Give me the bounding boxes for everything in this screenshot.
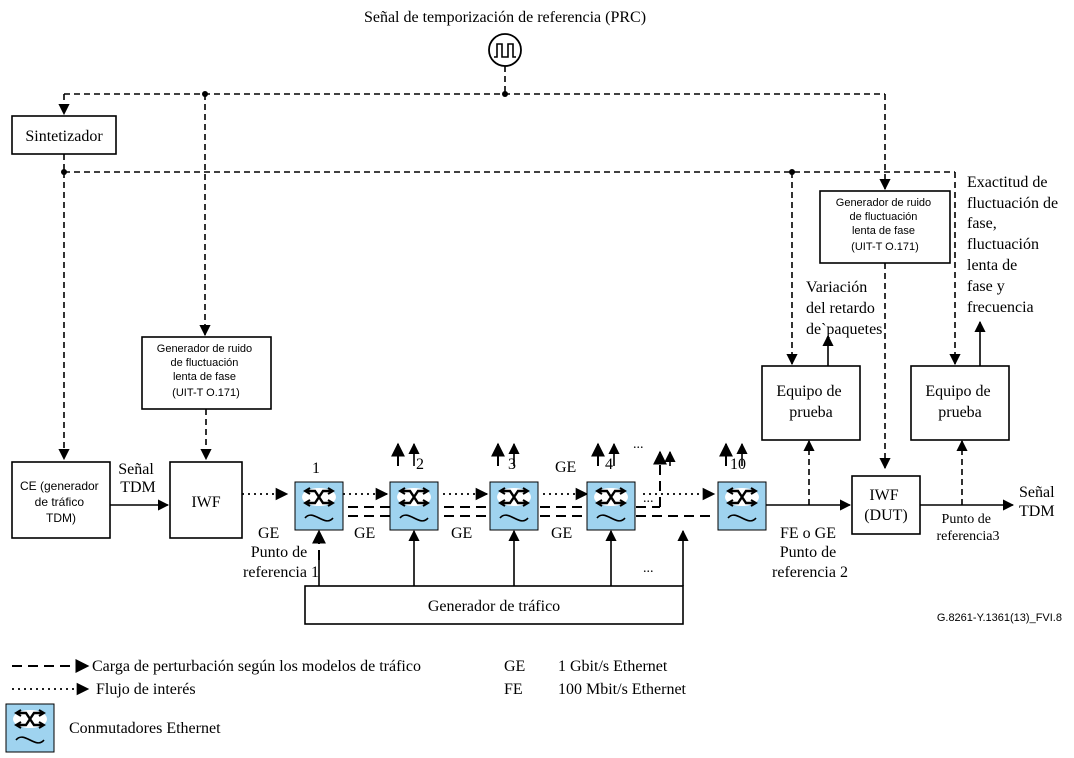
iwf-dut-line1: IWF: [869, 487, 898, 504]
svg-text:Equipo de prueba: Equipo de prueba: [776, 383, 845, 421]
ethernet-switch-2-icon: [388, 480, 440, 532]
test-equipment-2: [910, 365, 1010, 441]
exactitud-line7: frecuencia: [967, 299, 1034, 316]
exactitud-line1: Exactitud de: [967, 174, 1047, 191]
svg-text:Generador de ruido de fluc: Generador de ruido de fluctuación lenta …: [157, 343, 255, 399]
legend-dotted-label: Flujo de interés: [96, 681, 196, 698]
svg-text:Señal TDM: Señal TDM: [1019, 484, 1059, 520]
legend: Carga de perturbación según los modelos …: [4, 658, 687, 754]
prc-label: Señal de temporización de referencia (PR…: [364, 9, 646, 26]
equipo2-line1: Equipo de: [925, 383, 990, 400]
noise-right-line2: de fluctuación: [850, 211, 918, 223]
svg-text:Generador de ruido de fluc: Generador de ruido de fluctuación lenta …: [836, 197, 934, 253]
ellipsis-top: ...: [633, 437, 644, 452]
switch-number-1: 1: [312, 460, 320, 477]
fe-o-ge-label: FE o GE: [780, 525, 836, 542]
legend-fe-abbr: FE: [504, 681, 523, 698]
synthesizer-label: Sintetizador: [25, 128, 103, 145]
variacion-line2: del retardo: [806, 300, 875, 317]
ellipsis-bottom: ...: [643, 561, 654, 576]
noise-left-line2: de fluctuación: [171, 357, 239, 369]
iwf-label: IWF: [191, 494, 220, 511]
ethernet-switch-10-icon: [716, 480, 768, 532]
ge-label-top: GE: [555, 459, 576, 476]
iwf-dut-line2: (DUT): [864, 507, 908, 524]
iwf-box: [169, 461, 243, 539]
ethernet-switch-4-icon: [585, 480, 637, 532]
noise-right-line1: Generador de ruido: [836, 197, 931, 209]
noise-right-line4: (UIT-T O.171): [851, 241, 919, 253]
legend-switch-label: Conmutadores Ethernet: [69, 720, 221, 737]
noise-left-line3: lenta de fase: [173, 371, 236, 383]
variacion-line1: Variación: [806, 279, 867, 296]
svg-text:Variación del retardo: Variación del retardo de`paquetes: [806, 279, 882, 338]
exactitud-line6: fase y: [967, 278, 1005, 295]
punto-ref3-line2: referencia3: [937, 529, 1000, 544]
iwf-dut-box: [851, 475, 921, 535]
legend-switch-icon: [4, 702, 56, 754]
ce-line1: CE (generador: [20, 479, 99, 493]
legend-ge-abbr: GE: [504, 658, 525, 675]
ethernet-switch-1-icon: [293, 480, 345, 532]
ge-label-1: GE: [258, 525, 279, 542]
svg-text:FE o GE Punto de refer: FE o GE Punto de referencia 2: [772, 525, 848, 581]
ge-label-3: GE: [451, 525, 472, 542]
figure-id: G.8261-Y.1361(13)_FVI.8: [937, 612, 1062, 624]
noise-generator-right: [819, 190, 951, 264]
exactitud-line4: fluctuación: [967, 236, 1039, 253]
svg-text:CE (generador de tráfico: CE (generador de tráfico TDM): [20, 479, 102, 525]
svg-text:Punto de referencia 1: Punto de referencia 1: [243, 544, 319, 581]
exactitud-line2: fluctuación de: [967, 195, 1058, 212]
punto-ref1-line2: referencia 1: [243, 564, 319, 581]
switch-number-4: 4: [605, 456, 613, 473]
traffic-generator-label: Generador de tráfico: [428, 598, 560, 615]
ce-line3: TDM): [46, 511, 76, 525]
ge-label-4: GE: [551, 525, 572, 542]
noise-left-line1: Generador de ruido: [157, 343, 252, 355]
clock-pulse-icon: [494, 43, 516, 58]
senal-tdm-in-1: Señal: [118, 461, 154, 478]
legend-dashed-label: Carga de perturbación según los modelos …: [92, 658, 421, 675]
punto-ref2-line1: Punto de: [780, 544, 836, 561]
equipo2-line2: prueba: [938, 404, 982, 421]
prc-clock-icon: [488, 33, 522, 67]
equipo1-line2: prueba: [789, 404, 833, 421]
senal-tdm-in-2: TDM: [120, 479, 156, 496]
svg-text:IWF (DUT): IWF (DUT): [864, 487, 908, 524]
switch-number-2: 2: [416, 456, 424, 473]
switch-number-10: 10: [730, 456, 746, 473]
variacion-line3: de`paquetes: [806, 321, 882, 338]
traffic-generator-box: [304, 585, 684, 625]
legend-ge-desc: 1 Gbit/s Ethernet: [558, 658, 668, 675]
ge-label-2: GE: [354, 525, 375, 542]
svg-text:Exactitud de fluctuación d: Exactitud de fluctuación de fase, fluctu…: [967, 174, 1062, 316]
punto-ref3-line1: Punto de: [942, 512, 991, 527]
test-equipment-1: [761, 365, 861, 441]
ellipsis-mid: ...: [643, 491, 654, 506]
ce-line2: de tráfico: [35, 495, 85, 509]
svg-text:Equipo de prueba: Equipo de prueba: [925, 383, 994, 421]
ethernet-switch-3-icon: [488, 480, 540, 532]
noise-generator-left: [141, 336, 272, 410]
punto-ref1-line1: Punto de: [251, 544, 307, 561]
noise-left-line4: (UIT-T O.171): [172, 387, 240, 399]
senal-tdm-out-1: Señal: [1019, 484, 1055, 501]
exactitud-line3: fase,: [967, 215, 997, 232]
legend-fe-desc: 100 Mbit/s Ethernet: [558, 681, 687, 698]
equipo1-line1: Equipo de: [776, 383, 841, 400]
senal-tdm-out-2: TDM: [1019, 503, 1055, 520]
ce-box: [11, 461, 111, 539]
switch-number-3: 3: [508, 456, 516, 473]
exactitud-line5: lenta de: [967, 257, 1017, 274]
noise-right-line3: lenta de fase: [852, 225, 915, 237]
svg-text:Señal TDM: Señal TDM: [118, 461, 158, 496]
svg-text:Punto de referencia3: Punto de referencia3: [937, 512, 1000, 544]
punto-ref2-line2: referencia 2: [772, 564, 848, 581]
